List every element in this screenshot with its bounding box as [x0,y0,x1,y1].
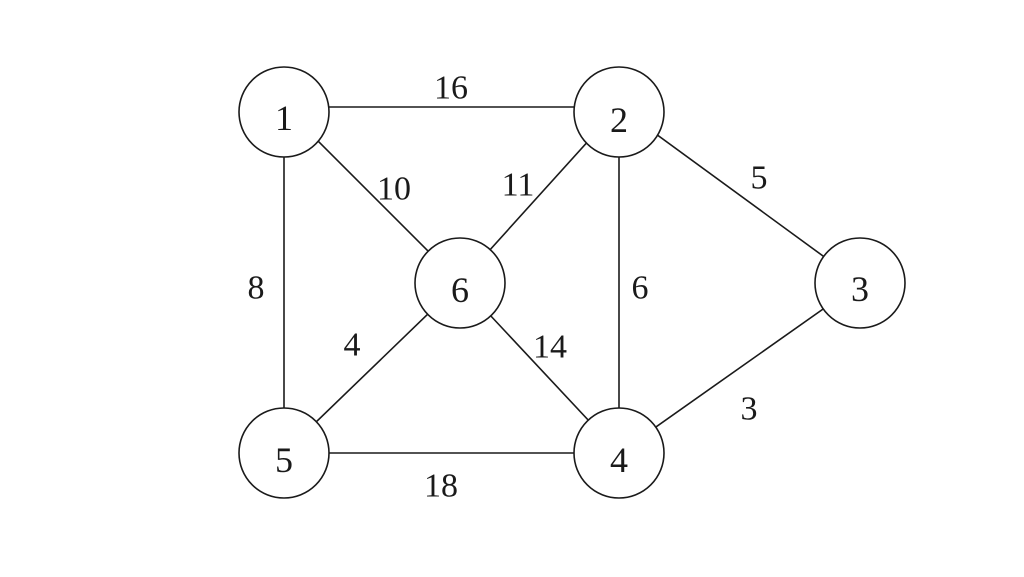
edge-weight-2-3: 5 [751,160,768,197]
node-circle-1 [238,66,330,158]
node-circle-5 [238,407,330,499]
weights-layer: 16 10 8 11 5 6 4 14 18 3 [248,70,768,505]
node-label-4: 4 [610,440,628,480]
node-1: 1 [238,66,330,158]
node-circle-6 [414,237,506,329]
node-label-1: 1 [275,98,293,138]
edge-weight-2-4: 6 [632,270,649,307]
edge-2-3 [618,106,861,284]
node-label-5: 5 [275,440,293,480]
edge-4-3 [618,282,861,454]
node-2: 2 [573,66,665,158]
edge-weight-5-4: 18 [424,468,458,505]
node-4: 4 [573,407,665,499]
node-6: 6 [414,237,506,329]
node-circle-4 [573,407,665,499]
node-label-2: 2 [610,100,628,140]
edge-weight-6-4: 14 [533,329,567,366]
node-5: 5 [238,407,330,499]
edge-weight-1-2: 16 [434,70,468,107]
node-label-6: 6 [451,270,469,310]
edge-weight-6-5: 4 [344,327,361,364]
node-circle-3 [814,237,906,329]
edge-weight-4-3: 3 [741,391,758,428]
nodes-layer: 1 2 3 4 5 6 [238,66,906,499]
edge-weight-2-6: 11 [502,167,535,204]
node-3: 3 [814,237,906,329]
node-label-3: 3 [851,269,869,309]
edge-weight-1-6: 10 [377,171,411,208]
edges-layer [283,106,861,454]
edge-weight-1-5: 8 [248,270,265,307]
node-circle-2 [573,66,665,158]
